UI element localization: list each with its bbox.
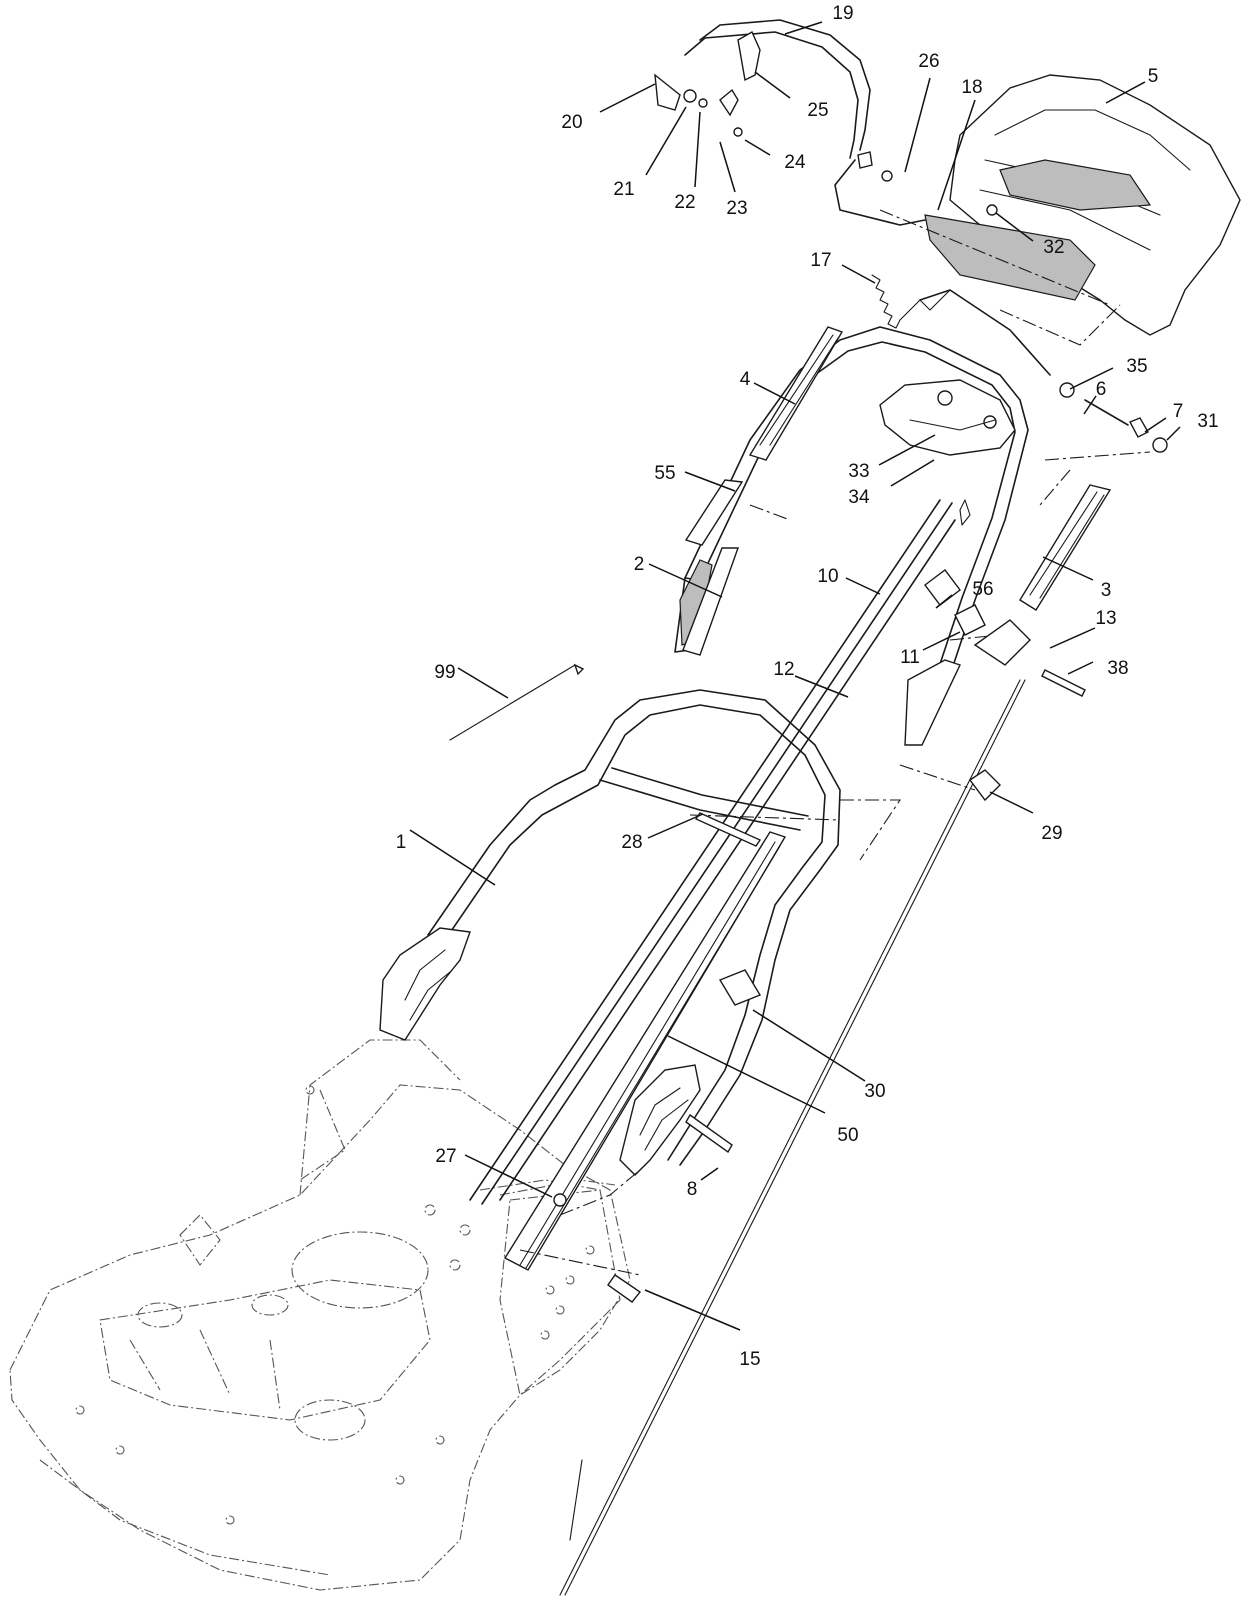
callout-labels: 1 2 3 4 5 6 7 8 10 11 12 13 15 17 18 19 … [396,3,1219,1370]
callout-18: 18 [961,77,982,98]
callout-56: 56 [972,579,993,600]
callout-7: 7 [1173,401,1184,422]
lower-handle [379,689,841,1176]
cable-guide-right [1019,484,1112,611]
callout-10: 10 [817,566,838,587]
callout-32: 32 [1043,237,1064,258]
callout-30: 30 [864,1081,885,1102]
callout-26: 26 [918,51,939,72]
callout-17: 17 [810,250,831,271]
handle-cover [924,74,1241,336]
callout-31: 31 [1197,411,1218,432]
callout-35: 35 [1126,356,1147,377]
pivot-hardware [1059,382,1168,453]
callout-33: 33 [848,461,869,482]
callout-3: 3 [1101,580,1112,601]
callout-24: 24 [784,152,806,173]
callout-12: 12 [773,659,794,680]
rods-and-cables [469,499,1026,1596]
callout-4: 4 [740,369,751,390]
callout-2: 2 [634,554,645,575]
callout-20: 20 [561,112,582,133]
control-bar [879,379,1016,456]
upper-handle [674,326,1029,723]
callout-27: 27 [435,1146,456,1167]
callout-38: 38 [1107,658,1128,679]
cable-guide-left [748,326,844,461]
callout-6: 6 [1096,379,1107,400]
handle-grip-right [904,659,961,746]
callout-5: 5 [1148,66,1159,87]
callout-13: 13 [1095,608,1116,629]
toothed-rack [504,831,787,1271]
fasteners [449,151,1086,1303]
callout-11: 11 [900,647,920,668]
handle-grip-left [682,547,739,656]
callout-15: 15 [739,1349,760,1370]
callout-34: 34 [848,487,870,508]
lever-assembly [654,31,998,216]
callout-99: 99 [434,662,455,683]
callout-22: 22 [674,192,695,213]
callout-19: 19 [832,3,853,24]
callout-1: 1 [396,832,407,853]
callout-29: 29 [1041,823,1062,844]
callout-21: 21 [613,179,634,200]
callout-23: 23 [726,198,747,219]
callout-25: 25 [807,100,828,121]
callout-8: 8 [687,1179,698,1200]
callout-leaders [409,21,1181,1331]
spring [871,274,1051,376]
callout-28: 28 [621,832,642,853]
callout-50: 50 [837,1125,858,1146]
handle-grip-cover [684,479,744,546]
bail-handle [684,19,926,226]
callout-55: 55 [654,463,675,484]
assembly-dashed-lines [519,209,1151,1276]
